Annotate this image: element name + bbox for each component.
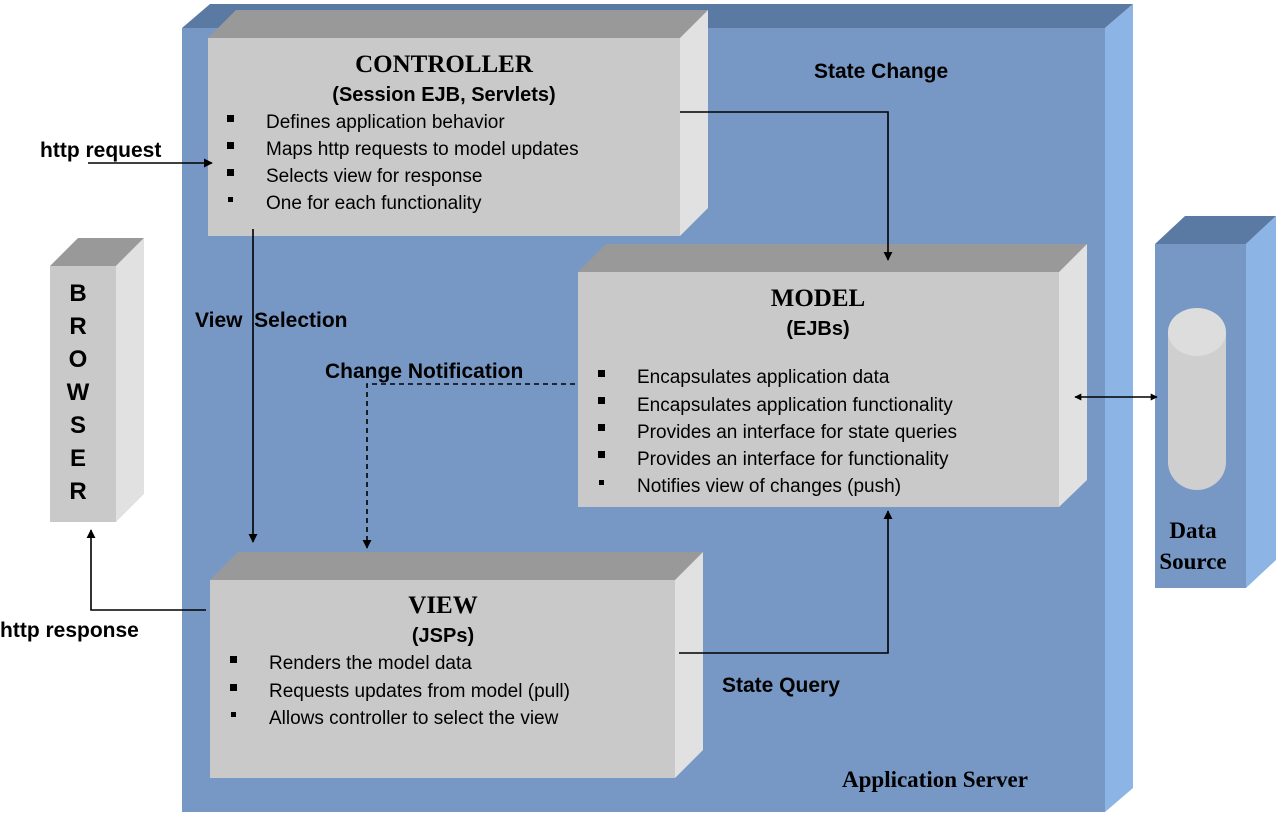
- browser-letter: W: [67, 379, 90, 406]
- application-server-label: Application Server: [842, 767, 1028, 792]
- model-bullet: Provides an interface for state queries: [637, 422, 957, 443]
- bullet-marker: [230, 656, 237, 663]
- change-notification-arrow: [362, 383, 575, 549]
- bullet-marker: [598, 370, 605, 377]
- view-subtitle: (JSPs): [412, 625, 474, 647]
- controller-subtitle: (Session EJB, Servlets): [332, 84, 555, 106]
- state-change-arrow: [680, 111, 893, 261]
- browser-letter: E: [70, 445, 86, 472]
- http-request-label: http request: [40, 139, 161, 162]
- browser-label: B R O W S E R: [67, 280, 90, 505]
- model-bullet: Notifies view of changes (push): [637, 476, 901, 497]
- view-title: VIEW: [408, 592, 477, 619]
- model-front-face: [578, 272, 1059, 507]
- browser-letter: S: [70, 412, 86, 439]
- data-source-label-line1: Data: [1169, 518, 1217, 543]
- view-bullet: Allows controller to select the view: [269, 708, 559, 729]
- view-bullet: Requests updates from model (pull): [269, 681, 570, 702]
- model-title: MODEL: [771, 285, 865, 312]
- controller-bullet: Defines application behavior: [266, 112, 505, 133]
- data-source-label-line2: Source: [1159, 549, 1226, 574]
- browser-block: B R O W S E R: [50, 238, 144, 522]
- controller-bullet: Selects view for response: [266, 166, 483, 187]
- server-side-face: [1105, 4, 1133, 812]
- controller-front-face: [208, 38, 680, 236]
- bullet-marker: [231, 712, 236, 717]
- data-source-block: Data Source: [1155, 216, 1276, 588]
- model-bullet: Encapsulates application functionality: [637, 395, 953, 416]
- controller-side-face: [680, 10, 708, 236]
- http-response-label: http response: [0, 619, 139, 642]
- model-subtitle: (EJBs): [786, 318, 849, 340]
- controller-bullet: Maps http requests to model updates: [266, 139, 579, 160]
- controller-top-face: [208, 10, 708, 38]
- controller-title: CONTROLLER: [355, 51, 534, 78]
- browser-letter: O: [69, 346, 88, 373]
- view-front-face: [210, 580, 675, 778]
- browser-side-face: [116, 238, 144, 522]
- state-change-label: State Change: [814, 60, 948, 83]
- bullet-marker: [598, 397, 605, 404]
- view-bullet: Renders the model data: [269, 653, 472, 674]
- bullet-marker: [227, 169, 234, 176]
- data-source-top-face: [1155, 216, 1276, 244]
- database-cylinder-icon: [1168, 308, 1226, 490]
- view-side-face: [675, 552, 703, 778]
- data-source-side-face: [1246, 216, 1276, 588]
- controller-bullet: One for each functionality: [266, 193, 482, 214]
- view-selection-label: View Selection: [195, 309, 348, 332]
- http-response-arrow: [86, 529, 206, 611]
- model-bullet: Provides an interface for functionality: [637, 449, 949, 470]
- bullet-marker: [227, 115, 234, 122]
- controller-box: CONTROLLER (Session EJB, Servlets) Defin…: [208, 10, 708, 236]
- browser-letter: R: [69, 478, 86, 505]
- browser-front-face: [50, 266, 116, 522]
- bullet-marker: [230, 684, 237, 691]
- state-query-arrow: [679, 510, 893, 654]
- view-box: VIEW (JSPs) Renders the model data Reque…: [210, 552, 703, 778]
- bullet-marker: [228, 197, 233, 202]
- bullet-marker: [227, 142, 234, 149]
- model-side-face: [1059, 244, 1087, 507]
- bullet-marker: [599, 480, 604, 485]
- connectors: [86, 111, 1158, 654]
- model-bullet: Encapsulates application data: [637, 367, 890, 388]
- change-notification-label: Change Notification: [325, 360, 523, 383]
- bullet-marker: [598, 451, 605, 458]
- browser-letter: B: [69, 280, 86, 307]
- model-top-face: [578, 244, 1087, 272]
- state-query-label: State Query: [722, 674, 840, 697]
- browser-letter: R: [69, 313, 86, 340]
- bullet-marker: [598, 424, 605, 431]
- model-box: MODEL (EJBs) Encapsulates application da…: [578, 244, 1087, 507]
- view-top-face: [210, 552, 703, 580]
- browser-top-face: [50, 238, 144, 266]
